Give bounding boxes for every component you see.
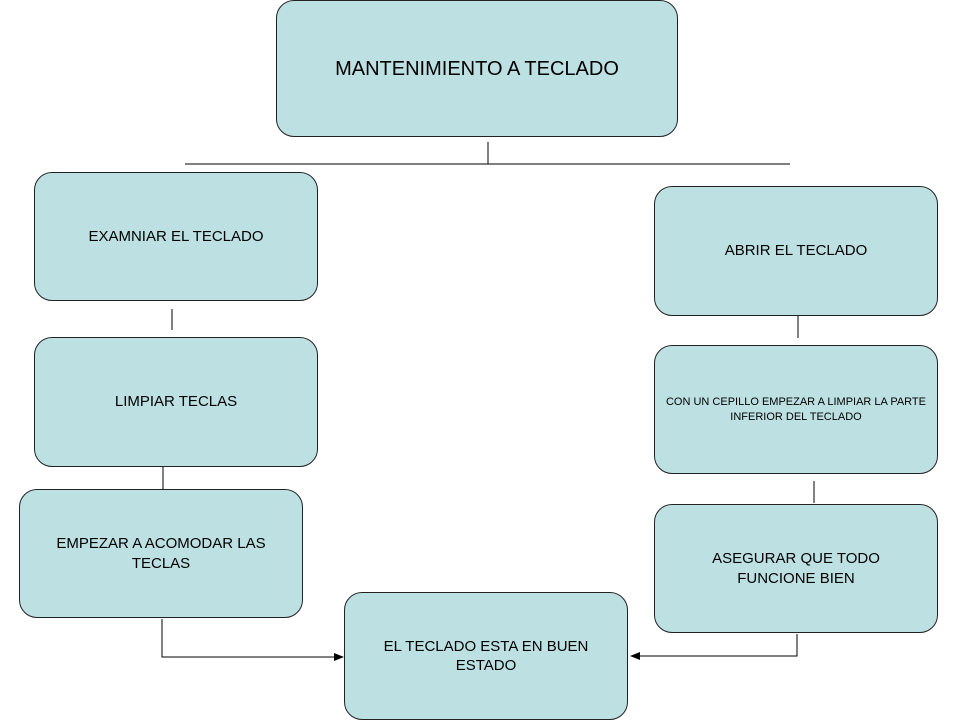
final-node: EL TECLADO ESTA EN BUEN ESTADO <box>344 592 628 720</box>
asegurar-node-label: ASEGURAR QUE TODO FUNCIONE BIEN <box>712 550 880 587</box>
arrow-asegurar-final <box>630 634 798 660</box>
acomodar-node-label: EMPEZAR A ACOMODAR LAS TECLAS <box>56 535 266 572</box>
acomodar-node: EMPEZAR A ACOMODAR LAS TECLAS <box>19 489 303 618</box>
title-node: MANTENIMIENTO A TECLADO <box>276 0 678 137</box>
limpiar-node-label: LIMPIAR TECLAS <box>114 393 238 411</box>
examinar-node-label: EXAMNIAR EL TECLADO <box>88 227 264 245</box>
title-node-label: MANTENIMIENTO A TECLADO <box>335 57 619 80</box>
arrow-acomodar-final <box>161 619 344 661</box>
abrir-node-label: ABRIR EL TECLADO <box>724 242 868 260</box>
asegurar-node: ASEGURAR QUE TODO FUNCIONE BIEN <box>654 504 938 633</box>
limpiar-node: LIMPIAR TECLAS <box>34 337 318 467</box>
final-node-label: EL TECLADO ESTA EN BUEN ESTADO <box>383 637 589 675</box>
abrir-node: ABRIR EL TECLADO <box>654 186 938 316</box>
cepillo-node-label: CON UN CEPILLO EMPEZAR A LIMPIAR LA PART… <box>665 396 926 423</box>
examinar-node: EXAMNIAR EL TECLADO <box>34 172 318 301</box>
cepillo-node: CON UN CEPILLO EMPEZAR A LIMPIAR LA PART… <box>654 345 938 474</box>
